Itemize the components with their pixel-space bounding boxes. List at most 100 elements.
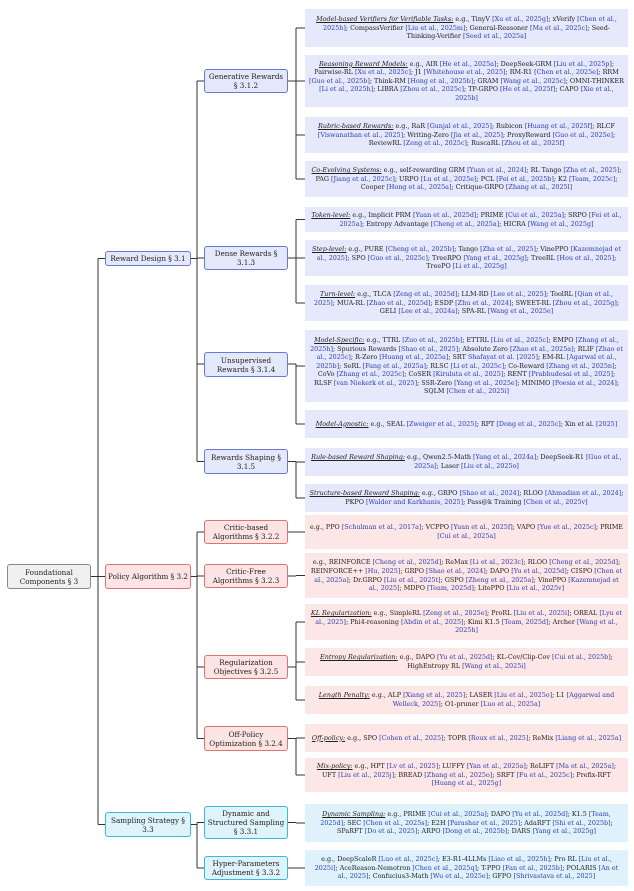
leaf-text-fragment: e.g., TLCA <box>355 290 394 299</box>
citation: [Qian et al., 2025] <box>314 290 613 307</box>
citation: [Cui et al., 2025b] <box>552 653 611 662</box>
citation: [Xie et al., 2025b] <box>455 85 614 102</box>
leaf-text-fragment: ; Laser <box>436 462 462 470</box>
leaf-text-fragment: e.g., DAPO <box>397 653 438 662</box>
leaf-text-fragment: ; ToolRL <box>546 290 575 299</box>
leaf-critic-0: e.g., PPO [Schulman et al., 2017a]; VCPP… <box>305 515 628 549</box>
sampling-strategy-node: Sampling Strategy § 3.3 <box>105 812 191 837</box>
category-label: Co-Evolving Systems: <box>311 166 382 175</box>
leaf-text: e.g., REINFORCE [Cheng et al., 2025d]; R… <box>309 558 624 592</box>
citation: [Guo et al., 2025e] <box>552 130 613 139</box>
citation: [Chen et al., 2025s] <box>363 818 428 827</box>
leaf-text-fragment: ; RLOO <box>523 558 550 567</box>
leaf-text: Model-based Verifiers for Verifiable Tas… <box>309 15 624 41</box>
leaf-text-fragment: ; Xin et al. <box>560 419 596 428</box>
leaf-regobj-0: KL Regularization: e.g., SimpleRL [Zeng … <box>305 604 628 640</box>
leaf-text-fragment: e.g., TTRL <box>364 336 403 345</box>
leaf-dense-0: Token-level: e.g., Implicit PRM [Yuan et… <box>305 207 628 232</box>
leaf-text-fragment: ; SSR-Zero <box>417 378 455 387</box>
leaf-text-fragment: e.g., TinyV <box>453 15 493 24</box>
category-label: Reasoning Reward Models: <box>318 59 408 68</box>
citation: [Zuo et al., 2025b] <box>402 336 463 345</box>
leaf-text-fragment: ; J1 <box>410 68 424 77</box>
leaf-text-fragment: ; K2 <box>553 174 569 183</box>
leaf-text-fragment: e.g., SEAL <box>368 419 407 428</box>
citation: [Zhang et al., 2025h] <box>310 336 619 353</box>
leaf-text: Step-level: e.g., PURE [Cheng et al., 20… <box>309 245 624 271</box>
leaf-text-fragment: ; OREAL <box>569 609 600 618</box>
leaf-text-fragment: ; TP-GRPO <box>463 85 501 94</box>
leaf-offpol-0: Off-policy: e.g., SPO [Cohen et al., 202… <box>305 724 628 752</box>
citation: [Roux et al., 2025] <box>468 733 529 742</box>
critic-free-node: Critic-Free Algorithms § 3.2.3 <box>204 564 288 588</box>
citation: [Fu et al., 2025c] <box>516 770 573 779</box>
critic-based-label: Critic-based Algorithms § 3.2.2 <box>212 523 280 541</box>
citation: [Xu et al., 2025g] <box>492 15 549 24</box>
leaf-text-fragment: ; GSPO <box>440 575 466 584</box>
citation: [Zhang et al., 2025n] <box>546 361 615 370</box>
citation: [Cheng et al., 2025d] <box>549 558 618 567</box>
leaf-gen-0: Model-based Verifiers for Verifiable Tas… <box>305 9 628 47</box>
leaf-text-fragment: ; PKPO <box>345 489 624 506</box>
category-label: Step-level: <box>311 245 347 254</box>
citation: [Lv et al., 2025] <box>386 762 439 771</box>
citation: [Zhu et al., 2024] <box>455 298 512 307</box>
leaf-text: Token-level: e.g., Implicit PRM [Yuan et… <box>309 211 624 228</box>
leaf-text: Reasoning Reward Models: e.g., AIR [He e… <box>309 60 624 103</box>
leaf-text-fragment: ; L1 <box>552 691 567 700</box>
leaf-text-fragment: ; HICRA <box>499 219 528 228</box>
category-label: Mix-policy: <box>316 762 353 771</box>
leaf-text-fragment: ; POLARIS <box>562 863 599 872</box>
leaf-text-fragment: ; EMPO <box>548 336 576 345</box>
leaf-text-fragment: ; K1.5 <box>567 810 589 819</box>
leaf-text-fragment: ; MUA-RL <box>332 298 367 307</box>
citation: [Hou et al., 2025] <box>556 253 615 262</box>
leaf-text-fragment: ; Seed-Thinking-Verifier <box>406 23 610 41</box>
leaf-text-fragment: ; Spurious Rewards <box>332 344 399 353</box>
leaf-text-fragment: ; ProRL <box>486 609 514 618</box>
citation: [Dong et al., 2025c] <box>496 419 561 428</box>
leaf-text-fragment: ; TreeRL <box>526 253 557 262</box>
citation: [He et al., 2025f] <box>500 85 556 94</box>
leaf-text-fragment: ; RLSC <box>426 361 451 370</box>
leaf-text-fragment: ; GFPO <box>488 872 514 881</box>
leaf-text-fragment: ; E3-R1-4LLMs <box>437 855 489 864</box>
leaf-text-fragment: ; VinePPO <box>536 245 571 254</box>
citation: [Liu et al., 2025j] <box>338 770 395 779</box>
leaf-text: Mix-policy: e.g., HPT [Lv et al., 2025];… <box>309 762 624 788</box>
leaf-text-fragment: ; LLM-RD <box>457 290 491 299</box>
leaf-text-fragment: ; BREAD <box>394 770 425 779</box>
leaf-text: e.g., PPO [Schulman et al., 2017a]; VCPP… <box>309 523 624 540</box>
citation: [Chen et al., 2025v] <box>523 498 588 506</box>
citation: [Walder and Karkhanis, 2025] <box>366 498 464 506</box>
citation: [Wang et al., 2025g] <box>527 219 594 228</box>
leaf-text-fragment: ; Think-RM <box>369 76 408 85</box>
citation: [Yang et al., 2024a] <box>473 453 537 462</box>
leaf-text: Entropy Regularization: e.g., DAPO [Yu e… <box>309 653 624 670</box>
leaf-text-fragment: ; SRFT <box>492 770 517 779</box>
leaf-text-fragment: ; VinePPO <box>533 575 569 584</box>
citation: [Team, 2025d] <box>501 617 549 626</box>
leaf-text-fragment: ; GRPO <box>400 566 426 575</box>
leaf-text-fragment: ; SPaRFT <box>336 818 613 836</box>
leaf-text: Rubric-based Rewards: e.g., RaR [Gunjal … <box>309 122 624 148</box>
citation: [Fei et al., 2025b] <box>496 174 554 183</box>
citation: [Cheng et al., 2025b] <box>385 245 455 254</box>
unsupervised-rewards-label: Unsupervised Rewards § 3.1.4 <box>216 355 276 374</box>
leaf-text-fragment: ; TreeRPO <box>427 253 464 262</box>
rewards-shaping-node: Rewards Shaping § 3.1.5 <box>204 449 288 474</box>
leaf-text-fragment: ; ESDP <box>430 298 456 307</box>
leaf-dense-1: Step-level: e.g., PURE [Cheng et al., 20… <box>305 240 628 276</box>
leaf-text-fragment: ; KL-Cov/Clip-Cov <box>492 653 553 662</box>
leaf-text-fragment: ; URPO <box>394 174 421 183</box>
leaf-text-fragment: ; RM-R1 <box>505 68 535 77</box>
leaf-text-fragment: ; EM-RL <box>538 353 567 362</box>
category-label: Model-Specific: <box>314 336 365 345</box>
category-label: Off-policy: <box>311 733 346 742</box>
citation: [Zheng et al., 2025a] <box>465 575 534 584</box>
leaf-text-fragment: ; SQLM <box>424 378 619 396</box>
leaf-text-fragment: ; Dr.GRPO <box>348 575 384 584</box>
citation: [Yu et al., 2025d] <box>437 653 493 662</box>
off-policy-node: Off-Policy Optimization § 3.2.4 <box>204 726 288 751</box>
